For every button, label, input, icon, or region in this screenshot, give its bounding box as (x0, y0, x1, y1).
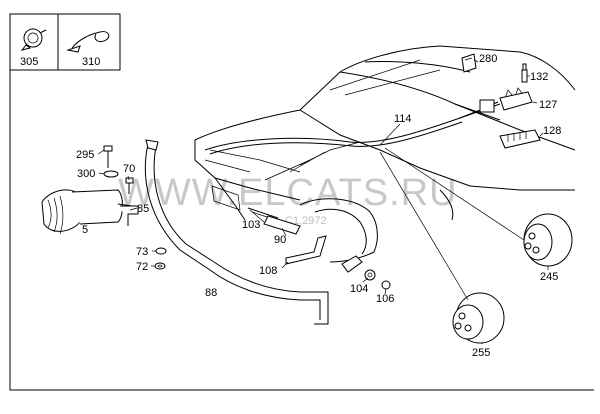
inset-box: 305 310 (9, 13, 121, 71)
callout-108: 108 (259, 265, 277, 277)
label-310: 310 (82, 56, 100, 68)
callout-300: 300 (77, 168, 95, 180)
lamp-socket-255-icon (452, 292, 505, 344)
horn-5-icon (41, 189, 133, 235)
harness-connector-icon (479, 99, 495, 113)
label-305: 305 (20, 56, 38, 68)
cable-tie-310-icon (66, 31, 110, 53)
callout-90: 90 (274, 234, 286, 246)
grommet-104-icon (364, 269, 376, 281)
wiring-harness-114 (204, 101, 501, 181)
callout-104: 104 (350, 283, 368, 295)
watermark: WWW.ELCATS.RU (118, 172, 458, 214)
support-rod-88 (144, 139, 329, 325)
relay-280-icon (461, 53, 477, 73)
nut-72-icon (154, 262, 166, 270)
washer-300-icon (103, 170, 119, 178)
diagram-frame (9, 14, 594, 391)
relay-block-127-icon (499, 87, 533, 111)
fuse-box-128-icon (499, 129, 541, 149)
bolt-70-icon (125, 177, 134, 194)
callout-280: 280 (479, 53, 497, 65)
callout-132: 132 (530, 71, 548, 83)
callout-88: 88 (205, 287, 217, 299)
callout-73: 73 (136, 246, 148, 258)
callout-245: 245 (540, 271, 558, 283)
callout-103: 103 (242, 219, 260, 231)
bracket-85-icon (120, 205, 139, 226)
leader-lines (97, 59, 549, 344)
callout-255: 255 (472, 347, 490, 359)
lamp-socket-245-icon (523, 213, 573, 267)
watermark-code: C1.2972 (285, 215, 327, 227)
bracket-108-icon (285, 235, 327, 265)
callout-128: 128 (543, 125, 561, 137)
callout-72: 72 (136, 261, 148, 273)
callout-70: 70 (123, 163, 135, 175)
clip-305-icon (20, 28, 47, 51)
rod-90-icon (263, 215, 301, 235)
nut-106-icon (381, 280, 391, 290)
callout-85: 85 (137, 203, 149, 215)
nut-73-icon (155, 247, 167, 255)
bracket-mount-icon (341, 255, 363, 273)
bolt-295-icon (103, 145, 113, 168)
callout-295: 295 (76, 149, 94, 161)
callout-114: 114 (394, 113, 412, 125)
callout-106: 106 (376, 293, 394, 305)
fuse-132-icon (521, 63, 528, 83)
callout-127: 127 (539, 99, 557, 111)
callout-5: 5 (82, 224, 88, 236)
